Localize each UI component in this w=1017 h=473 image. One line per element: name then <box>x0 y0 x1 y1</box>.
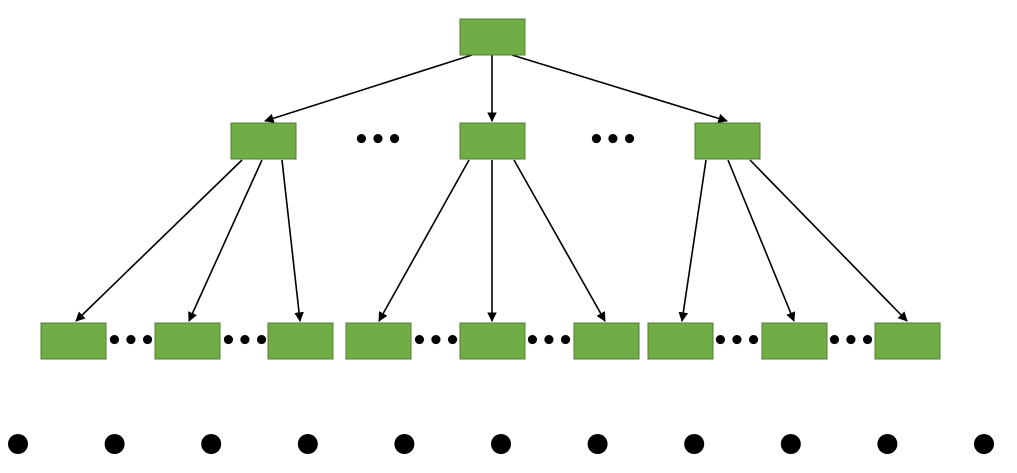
ellipsis-level1-left: ••• <box>353 125 403 155</box>
bottom-dot <box>974 434 994 454</box>
leaf-node-6 <box>573 322 640 360</box>
nodes <box>40 18 941 360</box>
leaf-node-4 <box>345 322 412 360</box>
edges <box>75 54 908 322</box>
bottom-dot <box>297 434 318 454</box>
level1-node-middle <box>459 122 526 160</box>
ellipsis-leaf-6: ••• <box>826 326 876 356</box>
ellipsis-leaf-2: ••• <box>220 326 270 356</box>
edge-right-to-leaf-9 <box>749 159 908 322</box>
edge-left-to-leaf-1 <box>75 159 243 322</box>
level1-node-left <box>230 122 297 160</box>
root-node <box>459 18 526 56</box>
bottom-dot <box>684 434 705 454</box>
leaf-node-7 <box>647 322 714 360</box>
edge-middle-to-leaf-4 <box>378 159 470 322</box>
bottom-dot <box>8 434 28 454</box>
bottom-dot <box>491 434 511 454</box>
bottom-dot <box>394 434 415 454</box>
leaf-node-2 <box>154 322 221 360</box>
bottom-dot <box>587 434 608 454</box>
ellipses: ••• ••• ••• ••• ••• ••• ••• ••• <box>106 125 876 356</box>
bottom-dot <box>877 434 898 454</box>
leaf-node-8 <box>761 322 828 360</box>
ellipsis-level1-right: ••• <box>588 125 638 155</box>
leaf-node-9 <box>874 322 941 360</box>
ellipsis-leaf-5: ••• <box>712 326 762 356</box>
bottom-dots-row <box>8 434 994 454</box>
bottom-dot <box>201 434 222 454</box>
ellipsis-leaf-3: ••• <box>411 326 461 356</box>
edge-root-to-right-child <box>511 54 728 124</box>
edge-root-to-left-child <box>264 54 473 123</box>
edge-left-to-leaf-2 <box>188 159 263 322</box>
leaf-node-5 <box>459 322 526 360</box>
ellipsis-leaf-4: ••• <box>524 326 574 356</box>
leaf-node-3 <box>267 322 334 360</box>
leaf-node-1 <box>40 322 107 360</box>
edge-right-to-leaf-8 <box>727 159 796 322</box>
bottom-dot <box>780 434 801 454</box>
edge-middle-to-leaf-6 <box>513 159 606 322</box>
edge-right-to-leaf-7 <box>678 159 707 322</box>
level1-node-right <box>694 122 761 160</box>
ellipsis-leaf-1: ••• <box>106 326 156 356</box>
bottom-dot <box>104 434 125 454</box>
edge-left-to-leaf-3 <box>281 159 304 322</box>
